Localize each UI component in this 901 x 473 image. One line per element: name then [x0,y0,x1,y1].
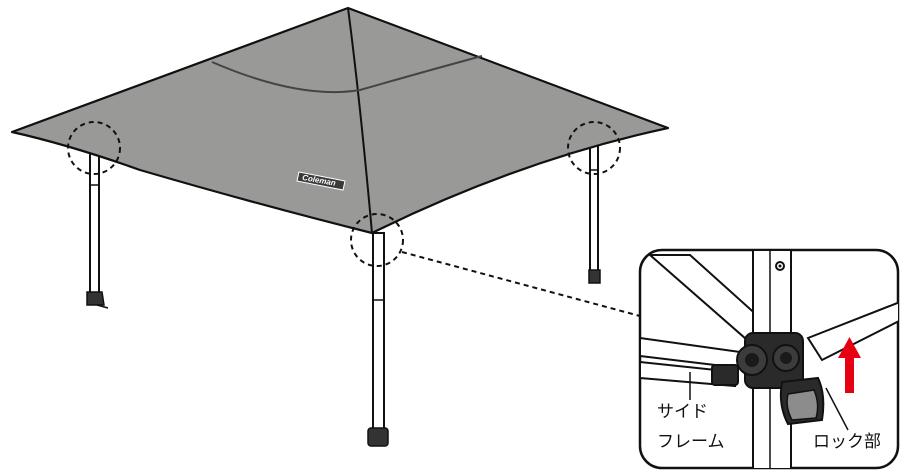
label-side-frame-line2: フレーム [657,432,725,452]
highlight-corner-front [350,213,404,267]
label-side-frame-line1: サイド [657,402,708,422]
label-lock-part: ロック部 [813,432,881,452]
highlight-corner-right [567,121,621,175]
vent-seam [211,55,483,94]
canopy-roof [10,6,670,235]
leg-front [367,232,389,447]
detail-callout: サイド フレーム ロック部 [638,248,900,470]
detail-leader-line [401,251,641,317]
canopy-tent: Coleman [10,6,670,447]
leg-left [86,144,109,309]
brand-logo: Coleman [296,171,346,191]
highlight-corner-left [67,121,121,175]
lift-direction-arrow [838,337,861,393]
lock-mechanism [711,332,825,426]
leg-back-right [588,134,601,284]
